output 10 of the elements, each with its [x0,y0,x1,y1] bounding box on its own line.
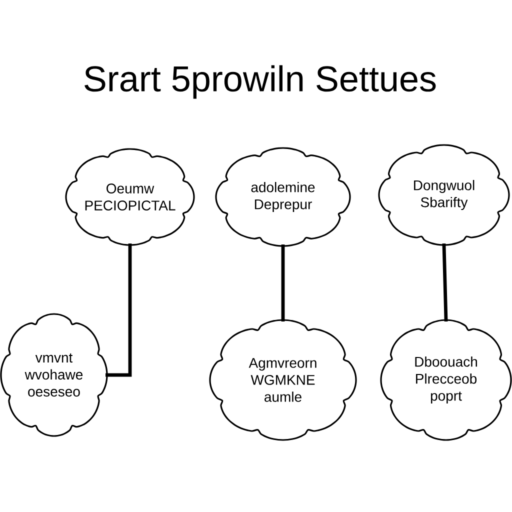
cloud-node: Dboouach Plrecceob poprt [380,319,512,441]
cloud-node: Agmvreorn WGMKNE aumle [209,319,357,441]
connector-line [281,244,285,322]
cloud-node: Dongwuol Sbarifty [378,144,510,246]
connector-line [106,244,132,377]
connector-line [442,244,448,322]
cloud-node: adolemine Deprepur [215,147,351,247]
cloud-node: vmvnt wvohawe oeseseo [0,313,108,437]
cloud-node: Oeumw PECIOPICTAL [65,148,195,246]
title: Srart 5prowiln Settues [84,65,436,99]
